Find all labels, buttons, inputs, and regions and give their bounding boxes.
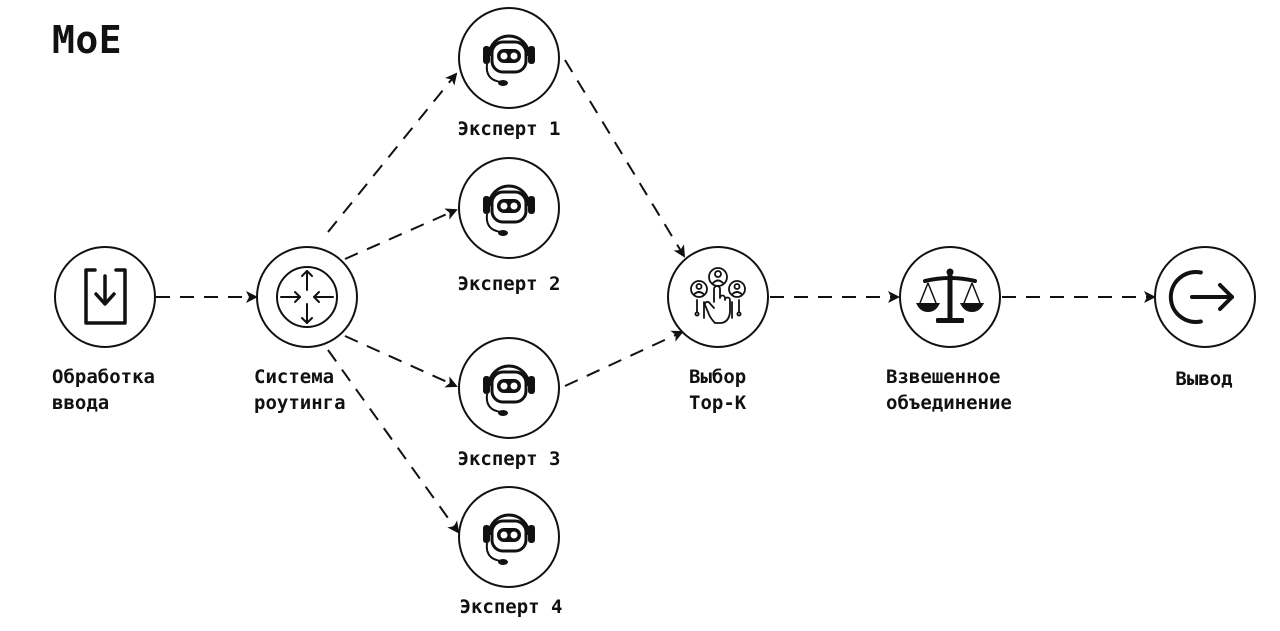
balance-scale-icon — [916, 268, 984, 323]
node-input — [54, 246, 156, 348]
edge-expert3-topk — [564, 330, 684, 387]
edge-router-expert4 — [327, 349, 460, 534]
page-title: MoE — [52, 18, 123, 62]
label-topk: Выбор Top-K — [689, 366, 747, 414]
connectors — [156, 59, 1156, 534]
node-topk — [667, 246, 769, 348]
node-expert2 — [458, 157, 560, 259]
people-selection-icon — [690, 267, 746, 324]
edge-router-expert1 — [327, 72, 458, 233]
edge-expert1-topk — [564, 59, 686, 258]
node-expert4 — [458, 486, 560, 588]
label-router: Система роутинга — [254, 366, 346, 414]
label-expert3: Эксперт 3 — [457, 448, 561, 470]
exit-arrow-icon — [1168, 270, 1234, 324]
node-output — [1154, 246, 1256, 348]
label-input: Обработка ввода — [52, 366, 155, 414]
label-output: Вывод — [1175, 368, 1233, 390]
edge-router-expert2 — [344, 208, 458, 260]
node-expert1 — [458, 7, 560, 109]
label-expert2: Эксперт 2 — [457, 273, 561, 295]
label-expert4: Эксперт 4 — [459, 596, 563, 618]
label-weighted: Взвешенное объединение — [886, 366, 1012, 414]
router-arrows-icon — [276, 266, 338, 328]
input-tray-icon — [84, 268, 127, 325]
edge-router-expert3 — [344, 335, 458, 388]
node-expert3 — [458, 337, 560, 439]
label-expert1: Эксперт 1 — [457, 118, 561, 140]
node-router — [256, 246, 358, 348]
node-weighted — [899, 246, 1001, 348]
